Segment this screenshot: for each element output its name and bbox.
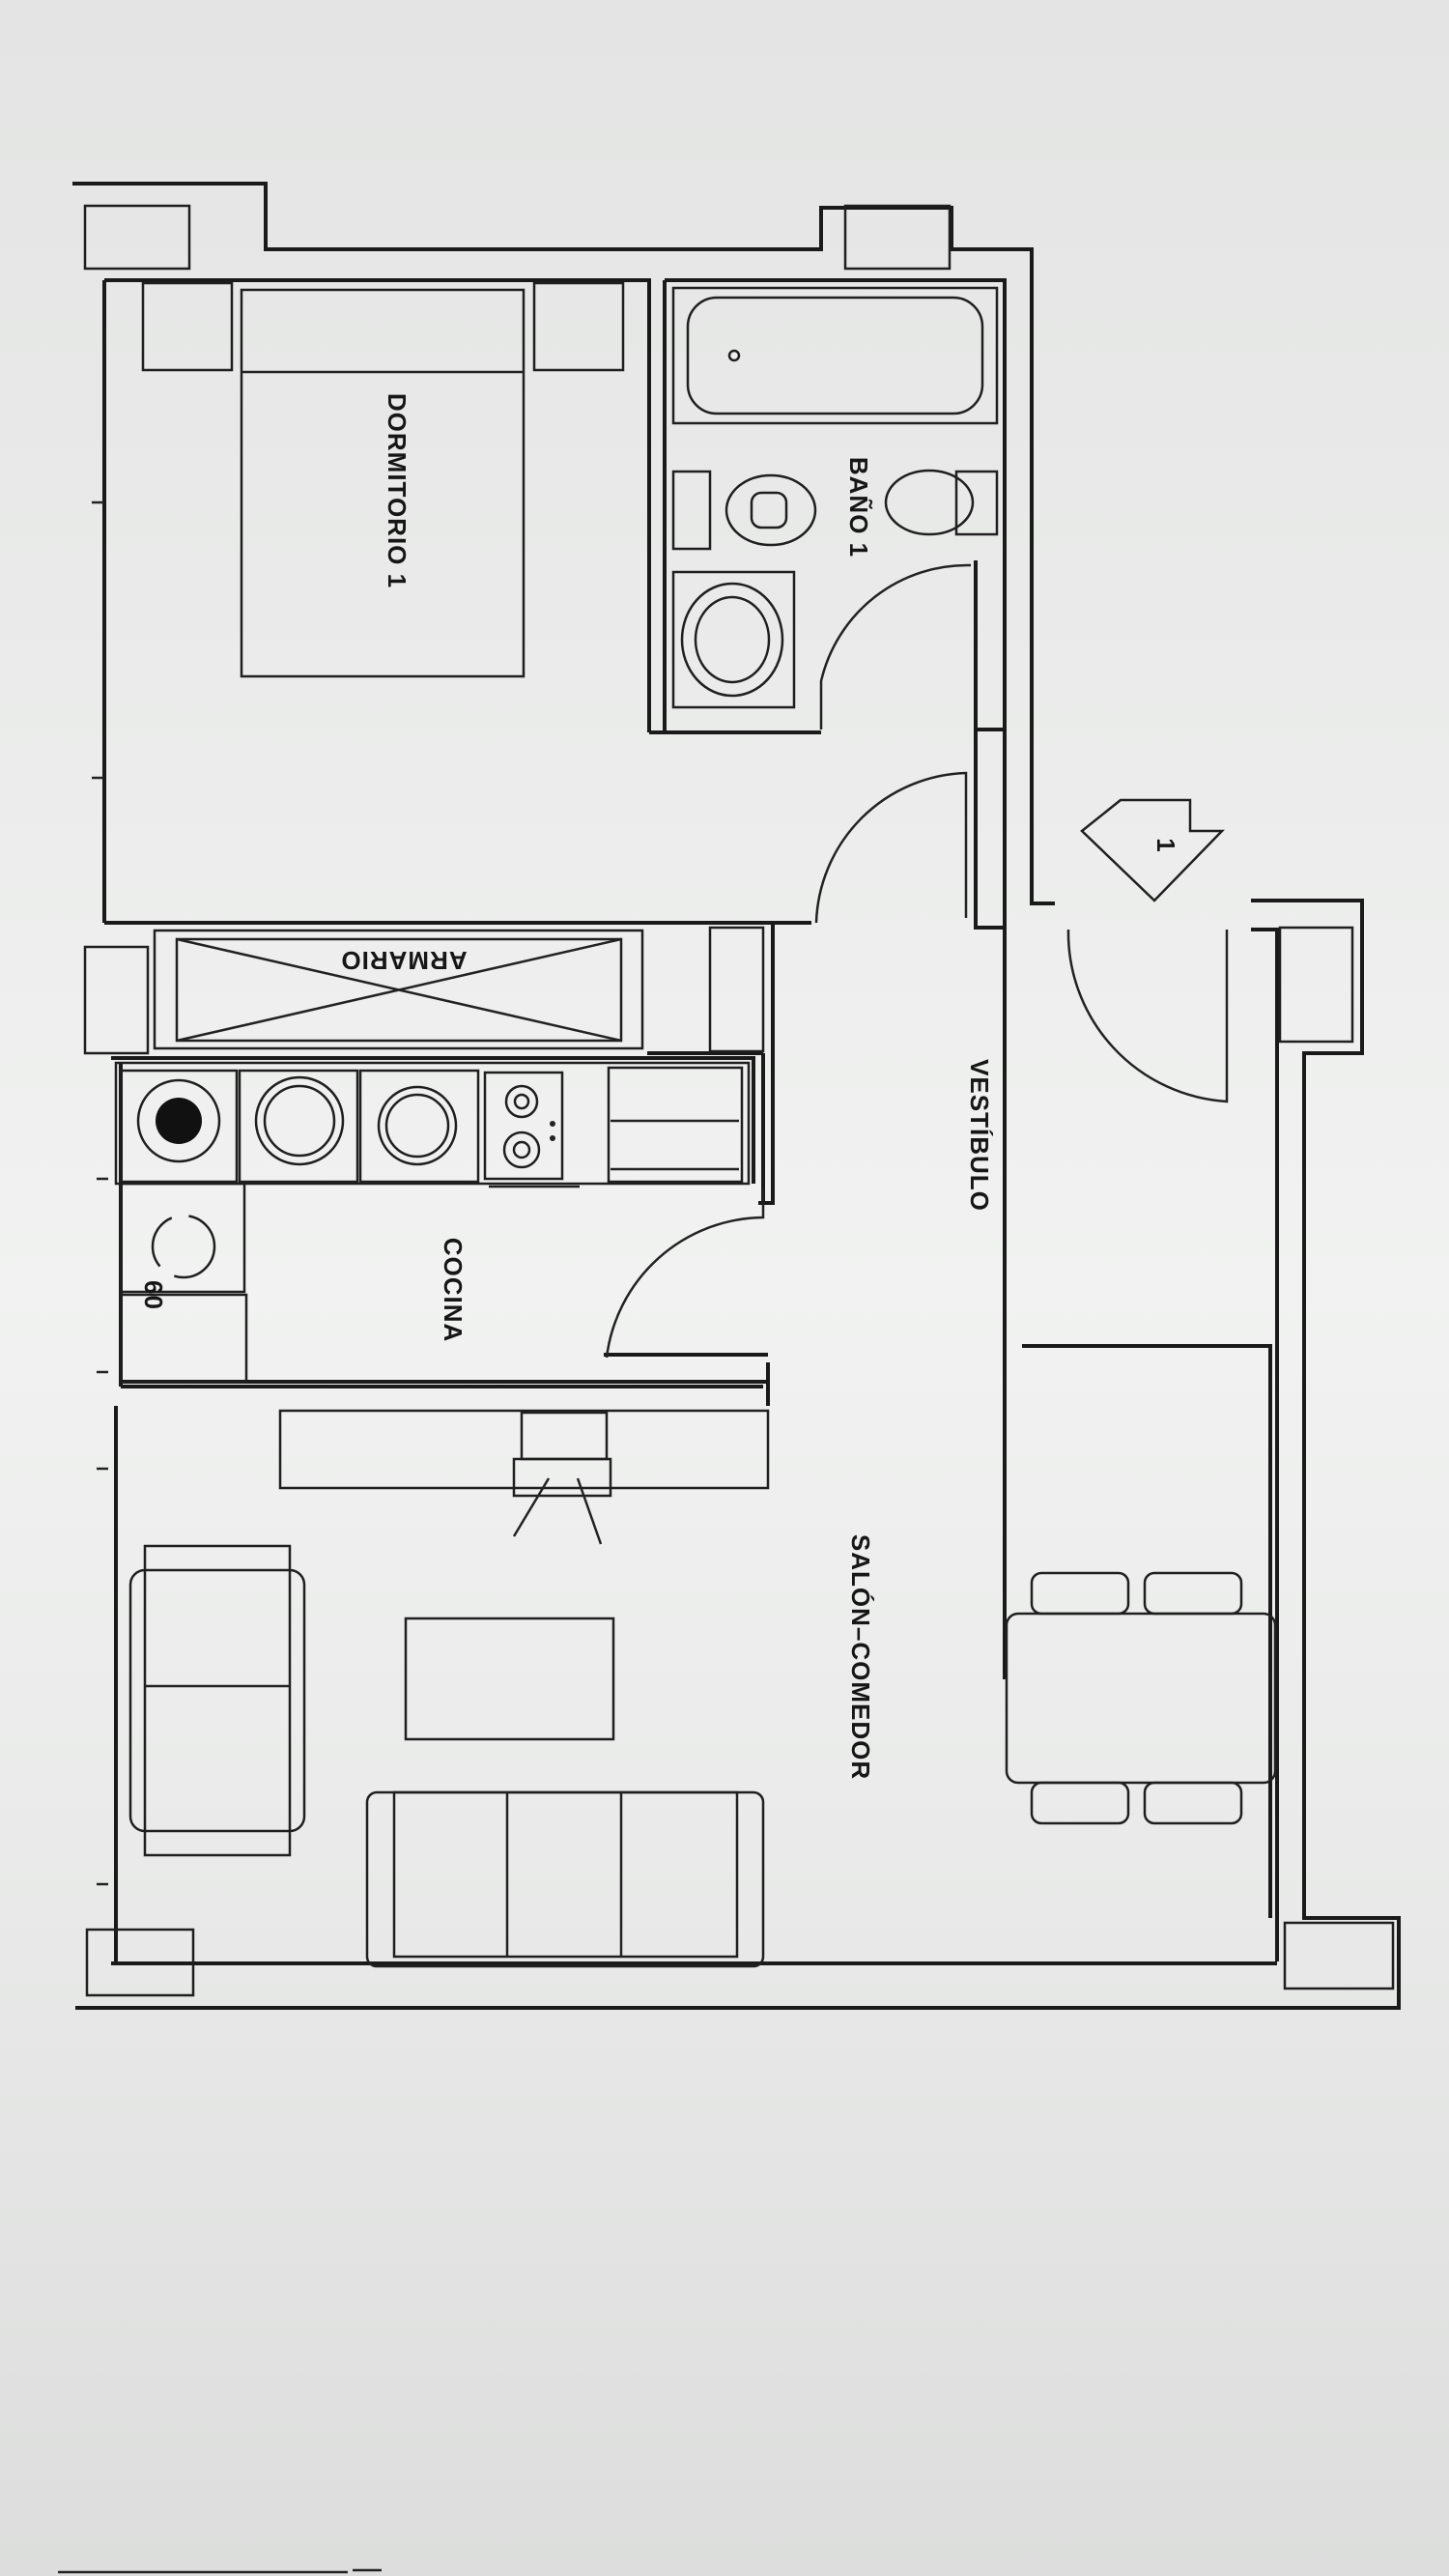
room-label-dormitorio: DORMITORIO 1 [383,393,412,588]
dining-chair [1030,1781,1130,1825]
entrance-door [1066,929,1229,1103]
bedroom-door [814,771,968,924]
bedroom-furniture [141,281,625,678]
sofa-back [392,1790,739,1959]
sink-inner [694,595,771,684]
outer-wall-top [72,182,1055,905]
room-label-bano: BAÑO 1 [844,457,873,558]
burner-icon [513,1093,530,1110]
tv [520,1411,609,1461]
armchair [128,1568,306,1833]
toilet-seat [750,491,788,530]
counter-segment [238,1069,359,1184]
outer-wall-right [75,899,1401,2010]
window-marks [92,501,108,1886]
toilet-bowl [724,473,817,547]
pillar [843,204,952,271]
doors [605,563,1229,1359]
nightstand-right [532,281,625,372]
sink-counter [671,570,796,709]
counter-segment [358,1069,480,1184]
dining-chair [1143,1571,1243,1616]
room-labels: DORMITORIO 1 BAÑO 1 ARMARIO VESTÍBULO CO… [340,393,994,1780]
pillars [83,204,1395,1997]
pillar [708,926,765,1053]
bathtub-frame [671,286,999,425]
washing-machine [254,1075,345,1166]
walls [72,182,1401,2010]
tv-light [576,1477,603,1545]
pillar [83,204,191,271]
kitchen-sink [607,1066,744,1184]
burner-icon [502,1131,541,1169]
inner-wall-right [1251,928,1279,1961]
kitchen-counter [114,1061,751,1186]
wardrobe-outer [153,929,644,1050]
pillar [1283,1921,1395,1990]
pillar [83,945,150,1055]
tv-cabinet [278,1409,770,1490]
bathtub-bowl [686,296,984,415]
tv-light [512,1477,551,1537]
dishwasher-inner [384,1093,450,1159]
tv-stand [512,1457,612,1498]
bidet-tank [954,470,999,536]
kitchen-counter-left [119,1293,248,1384]
cooktop-knob [550,1121,555,1127]
room-label-armario: ARMARIO [340,946,467,975]
dining-chair [1143,1781,1243,1825]
coffee-table [404,1617,615,1741]
bathroom-wall [663,278,1007,1679]
dining-table [1005,1612,1277,1785]
bedroom-wall [104,278,821,925]
kitchen-door [605,1188,765,1359]
armchair-seat [143,1544,292,1857]
page-edge-marks [58,2568,382,2574]
room-label-salon: SALÓN–COMEDOR [846,1534,875,1780]
room-label-cocina: COCINA [439,1238,468,1343]
arrow-icon [1080,798,1225,902]
sofa [365,1790,765,1968]
dining-chair [1030,1571,1130,1616]
bathroom-door [819,563,972,730]
bed [240,288,526,678]
salon-partition-wall [1022,1344,1272,1918]
cooktop [483,1071,564,1181]
kitchen-wall [111,1056,770,1406]
wardrobe-cross [176,937,622,1043]
wardrobe-inner [175,937,623,1043]
fridge [119,1182,246,1294]
hall-wall [647,921,775,1205]
pillar [85,1928,195,1997]
cooktop-knob [550,1135,555,1141]
fridge-symbol [151,1214,216,1279]
salon-furniture [128,1409,1277,1968]
bathroom-fixtures [671,286,999,709]
nightstand-left [141,281,234,372]
sink-basin [680,582,784,698]
bathtub-drain [727,349,741,362]
counter-segment [119,1069,239,1184]
entrance-arrow: 1 [1080,798,1225,902]
bidet [884,469,975,536]
boiler-core [156,1098,202,1144]
dishwasher [377,1085,458,1166]
washing-machine-drum [263,1084,336,1158]
boiler [136,1078,221,1163]
wardrobe [153,929,644,1050]
kitchen-fixtures: 60 [114,1061,751,1384]
entrance-marker: 1 [1151,838,1180,852]
burner-icon [504,1084,539,1119]
burner-icon [512,1140,531,1159]
pillar [1278,926,1354,1044]
room-label-vestibulo: VESTÍBULO [965,1059,994,1212]
toilet-tank [671,470,712,551]
